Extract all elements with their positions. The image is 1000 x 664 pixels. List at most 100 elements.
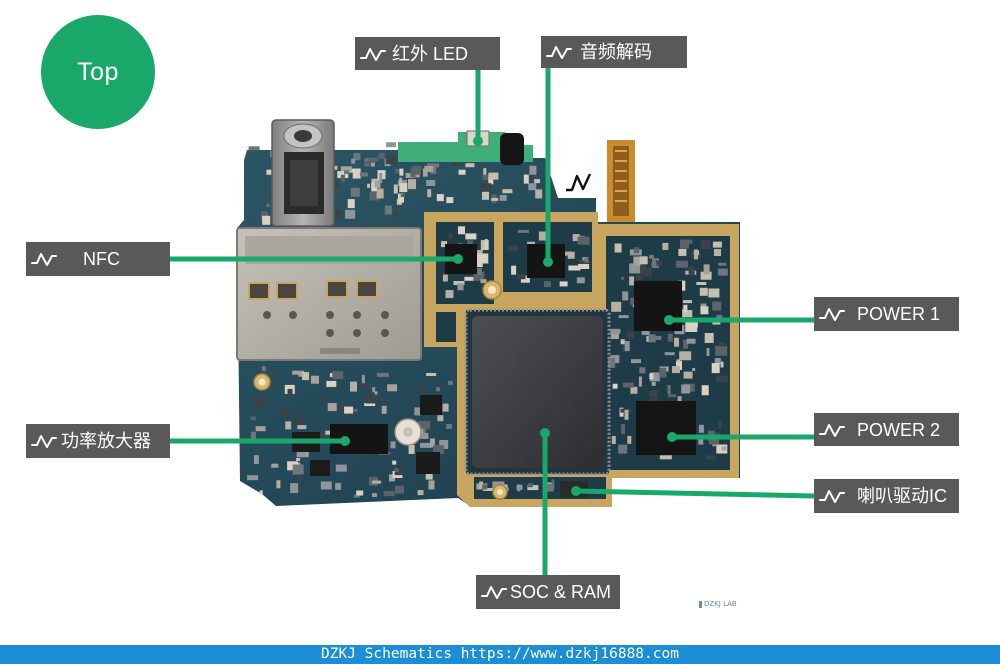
smd-component bbox=[297, 425, 307, 430]
smd-component bbox=[482, 488, 494, 491]
smd-component bbox=[383, 491, 395, 497]
smd-component bbox=[471, 258, 483, 268]
smd-component bbox=[639, 367, 646, 374]
smd-component bbox=[577, 236, 590, 245]
smd-component bbox=[338, 405, 345, 415]
smd-component bbox=[247, 475, 259, 481]
smd-component bbox=[527, 483, 533, 488]
smd-component bbox=[428, 480, 435, 490]
smd-component bbox=[572, 234, 580, 242]
smd-component bbox=[453, 281, 465, 285]
smd-component bbox=[621, 276, 625, 280]
smd-component bbox=[255, 426, 266, 432]
footer-bar: DZKJ Schematics https://www.dzkj16888.co… bbox=[0, 645, 1000, 664]
smd-component bbox=[385, 155, 397, 164]
smd-component bbox=[488, 176, 494, 185]
smd-component bbox=[378, 152, 385, 159]
smd-component bbox=[261, 366, 266, 372]
smd-component bbox=[630, 386, 638, 394]
callout-label: POWER 1 bbox=[857, 304, 941, 324]
waveform-icon bbox=[31, 435, 57, 448]
smd-component bbox=[416, 432, 429, 439]
smd-component bbox=[344, 170, 349, 175]
smd-component bbox=[374, 391, 378, 395]
callout-power2: POWER 2 bbox=[814, 413, 959, 446]
headphone-jack bbox=[271, 119, 335, 227]
smd-component bbox=[711, 363, 720, 374]
smd-component bbox=[351, 158, 356, 164]
smd-component bbox=[290, 483, 299, 494]
smd-component bbox=[576, 277, 585, 284]
smd-component bbox=[683, 339, 688, 349]
smd-component bbox=[578, 264, 590, 269]
smd-component bbox=[472, 250, 483, 255]
smd-component bbox=[436, 387, 441, 392]
watermark-text: DZKJ LAB bbox=[704, 600, 737, 608]
smd-component bbox=[439, 440, 449, 449]
smd-component bbox=[376, 372, 389, 377]
smd-component bbox=[422, 428, 428, 434]
callout-dot bbox=[543, 257, 553, 267]
smd-component bbox=[682, 310, 693, 318]
smd-component bbox=[618, 444, 628, 454]
callout-dot bbox=[571, 486, 581, 496]
smd-component bbox=[696, 282, 707, 285]
smd-component bbox=[371, 182, 378, 192]
smd-component bbox=[641, 327, 650, 335]
smd-component bbox=[429, 438, 435, 448]
smd-component bbox=[714, 358, 721, 364]
callout-label: SOC & RAM bbox=[510, 582, 612, 602]
smd-component bbox=[302, 372, 310, 381]
smd-component bbox=[335, 464, 347, 472]
smd-component bbox=[370, 162, 375, 167]
smd-component bbox=[410, 167, 416, 178]
callout-label: NFC bbox=[83, 249, 120, 269]
smd-component bbox=[448, 233, 453, 239]
smd-component bbox=[664, 352, 675, 356]
callout-power-amplifier: 功率放大器 bbox=[26, 424, 170, 458]
smd-component bbox=[668, 394, 677, 398]
smd-component bbox=[318, 431, 326, 440]
smd-component bbox=[608, 357, 616, 368]
smd-component bbox=[379, 173, 383, 183]
smd-component bbox=[638, 376, 642, 387]
watermark: DZKJ LAB bbox=[699, 600, 737, 608]
callout-ir-led: 红外 LED bbox=[355, 37, 500, 70]
smd-component bbox=[584, 257, 589, 263]
smd-component bbox=[369, 191, 380, 201]
smd-component bbox=[399, 177, 403, 185]
smd-component bbox=[488, 172, 499, 180]
smd-component bbox=[408, 179, 416, 190]
smd-component bbox=[688, 266, 695, 275]
smd-component bbox=[659, 367, 667, 378]
smd-component bbox=[395, 169, 403, 173]
smd-component bbox=[359, 172, 368, 177]
smd-component bbox=[445, 290, 454, 299]
smd-component bbox=[534, 179, 541, 184]
smd-component bbox=[360, 383, 370, 388]
callout-audio-codec: 音频解码 bbox=[541, 36, 687, 68]
mounting-hole bbox=[482, 280, 502, 300]
callout-label: 喇叭驱动IC bbox=[857, 486, 947, 506]
smd-component bbox=[528, 175, 533, 181]
smd-component bbox=[345, 209, 356, 219]
smd-component bbox=[716, 314, 723, 320]
smd-component bbox=[535, 189, 543, 199]
waveform-icon bbox=[819, 308, 845, 321]
smd-component bbox=[667, 333, 673, 342]
smd-component bbox=[361, 374, 365, 385]
smd-component bbox=[703, 264, 710, 275]
smd-component bbox=[433, 445, 445, 455]
top-side-badge: Top bbox=[41, 15, 155, 129]
smd-component bbox=[424, 165, 434, 172]
smd-component bbox=[528, 183, 537, 191]
smd-component bbox=[473, 271, 485, 281]
smd-component bbox=[712, 241, 722, 248]
smd-component bbox=[297, 447, 307, 457]
smd-component bbox=[399, 183, 408, 193]
smd-component bbox=[296, 469, 301, 480]
smd-component bbox=[295, 414, 303, 423]
smd-component bbox=[347, 199, 355, 209]
smd-component bbox=[399, 168, 404, 176]
smd-component bbox=[395, 485, 404, 494]
